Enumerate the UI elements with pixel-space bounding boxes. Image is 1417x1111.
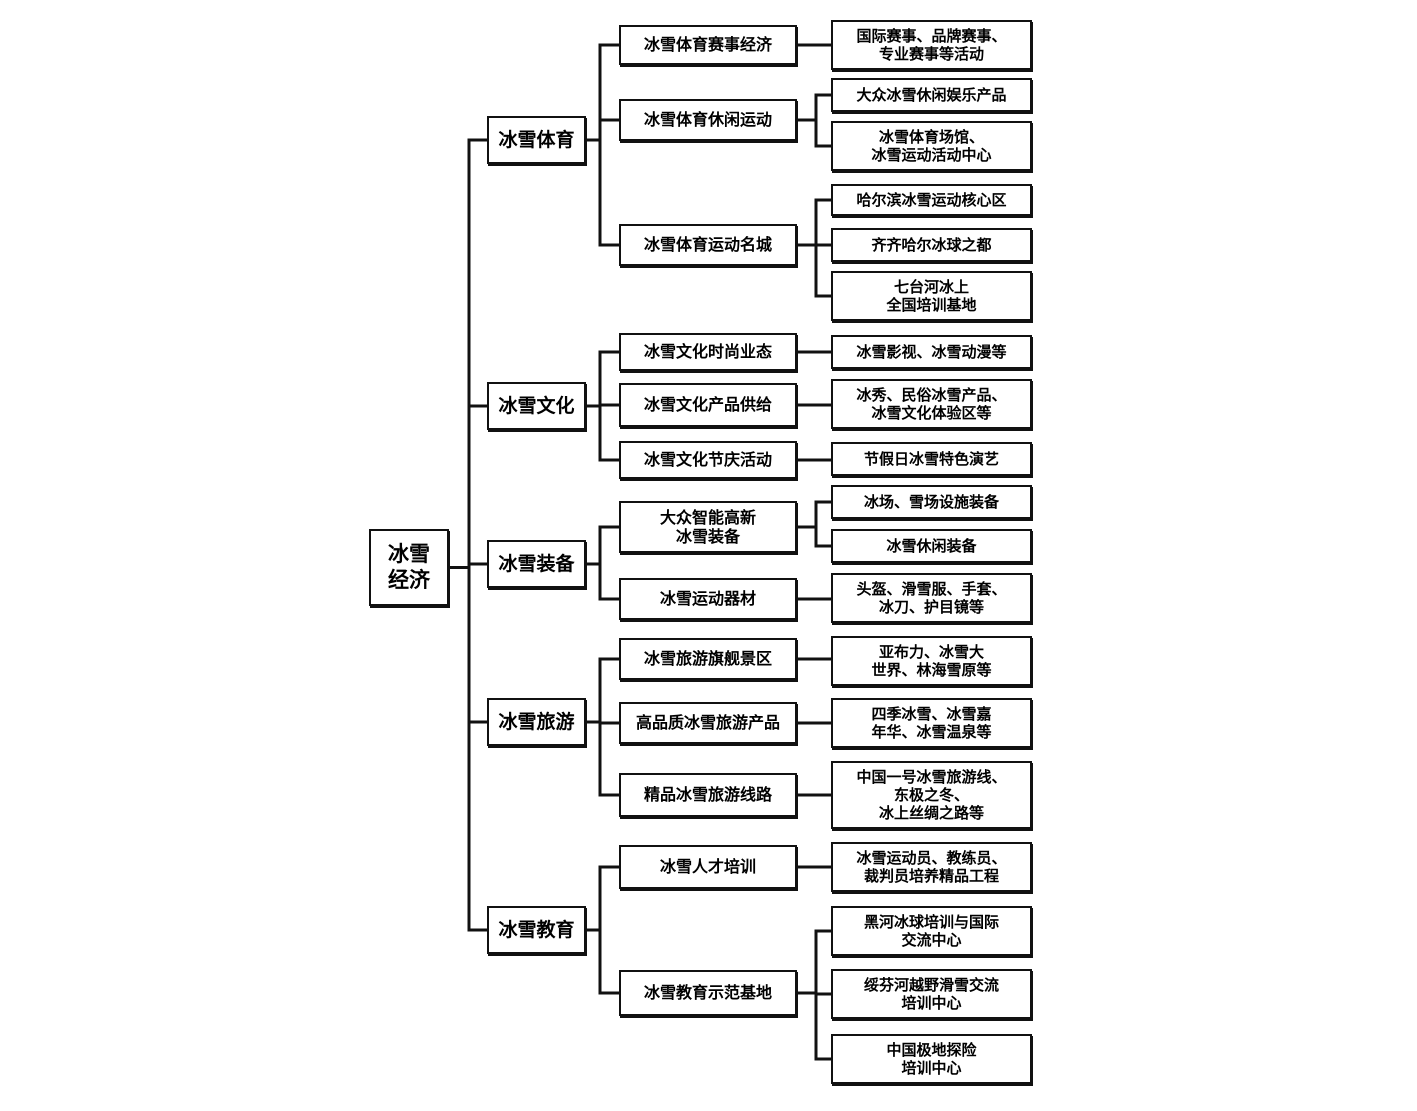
category-node-text: 冰雪教育 [498, 918, 575, 941]
detail-node-text: 亚布力、冰雪大 [878, 643, 984, 661]
subcategory-node-text: 冰雪文化节庆活动 [643, 450, 772, 470]
detail-node: 冰雪运动员、教练员、裁判员培养精品工程 [831, 842, 1032, 892]
detail-node-text: 全国培训基地 [886, 296, 977, 314]
detail-node-text: 冰雪体育场馆、 [878, 128, 984, 146]
subcategory-node-text: 高品质冰雪旅游产品 [635, 713, 780, 733]
subcategory-node: 冰雪运动器材 [619, 578, 797, 620]
detail-node: 黑河冰球培训与国际交流中心 [831, 906, 1032, 956]
detail-node: 冰雪影视、冰雪动漫等 [831, 335, 1032, 369]
subcategory-node: 冰雪文化时尚业态 [619, 333, 797, 371]
subcategory-node-text: 冰雪文化产品供给 [643, 395, 772, 415]
detail-node: 绥芬河越野滑雪交流培训中心 [831, 969, 1032, 1019]
root-node-text: 冰雪 [388, 542, 430, 567]
subcategory-node: 冰雪文化节庆活动 [619, 441, 797, 479]
subcategory-node-text: 冰雪人才培训 [659, 857, 756, 877]
subcategory-node-text: 冰雪教育示范基地 [643, 983, 772, 1003]
detail-node-text: 齐齐哈尔冰球之都 [871, 236, 992, 254]
detail-node-text: 冰雪运动员、教练员、 [856, 849, 1007, 867]
category-node: 冰雪装备 [487, 540, 586, 588]
category-node-text: 冰雪体育 [498, 128, 575, 151]
detail-node-text: 大众冰雪休闲娱乐产品 [856, 86, 1007, 104]
category-node-text: 冰雪装备 [498, 552, 575, 575]
detail-node: 齐齐哈尔冰球之都 [831, 228, 1032, 262]
subcategory-node-text: 冰雪旅游旗舰景区 [643, 649, 772, 669]
detail-node-text: 四季冰雪、冰雪嘉 [871, 705, 992, 723]
detail-node-text: 冰雪休闲装备 [886, 537, 977, 555]
subcategory-node: 大众智能高新冰雪装备 [619, 501, 797, 553]
detail-node: 头盔、滑雪服、手套、冰刀、护目镜等 [831, 573, 1032, 623]
detail-node: 冰雪休闲装备 [831, 529, 1032, 563]
subcategory-node: 冰雪体育赛事经济 [619, 25, 797, 65]
detail-node-text: 培训中心 [901, 1059, 962, 1077]
detail-node: 四季冰雪、冰雪嘉年华、冰雪温泉等 [831, 698, 1032, 748]
subcategory-node-text: 冰雪体育赛事经济 [643, 35, 772, 55]
detail-node-text: 专业赛事等活动 [878, 45, 984, 63]
subcategory-node: 冰雪人才培训 [619, 845, 797, 889]
subcategory-node: 高品质冰雪旅游产品 [619, 702, 797, 744]
subcategory-node-text: 大众智能高新 [659, 507, 756, 527]
detail-node-text: 国际赛事、品牌赛事、 [856, 27, 1007, 45]
subcategory-node-text: 冰雪体育休闲运动 [643, 110, 772, 130]
detail-node: 冰雪体育场馆、冰雪运动活动中心 [831, 121, 1032, 171]
subcategory-node-text: 冰雪装备 [675, 527, 740, 546]
detail-node-text: 年华、冰雪温泉等 [871, 723, 992, 741]
subcategory-node-text: 冰雪文化时尚业态 [643, 342, 772, 362]
category-node: 冰雪文化 [487, 382, 586, 430]
root-node: 冰雪经济 [369, 529, 449, 606]
detail-node-text: 绥芬河越野滑雪交流 [863, 976, 999, 994]
detail-node-text: 世界、林海雪原等 [871, 661, 992, 679]
root-node-text: 经济 [388, 567, 430, 592]
detail-node-text: 东极之冬、 [893, 786, 969, 804]
subcategory-node-text: 精品冰雪旅游线路 [643, 785, 772, 805]
detail-node-text: 中国极地探险 [886, 1041, 977, 1059]
detail-node: 冰秀、民俗冰雪产品、冰雪文化体验区等 [831, 379, 1032, 429]
detail-node: 大众冰雪休闲娱乐产品 [831, 78, 1032, 112]
detail-node-text: 七台河冰上 [893, 278, 969, 296]
detail-node-text: 黑河冰球培训与国际 [863, 913, 999, 931]
detail-node-text: 节假日冰雪特色演艺 [863, 450, 999, 468]
detail-node-text: 冰秀、民俗冰雪产品、 [856, 386, 1007, 404]
detail-node-text: 冰场、雪场设施装备 [863, 493, 999, 511]
subcategory-node: 冰雪体育休闲运动 [619, 99, 797, 141]
detail-node: 冰场、雪场设施装备 [831, 485, 1032, 519]
detail-node: 中国极地探险培训中心 [831, 1034, 1032, 1084]
subcategory-node: 冰雪文化产品供给 [619, 383, 797, 427]
subcategory-node: 冰雪体育运动名城 [619, 224, 797, 266]
detail-node-text: 哈尔滨冰雪运动核心区 [856, 191, 1007, 209]
category-node-text: 冰雪文化 [498, 394, 575, 417]
detail-node-text: 冰雪文化体验区等 [871, 404, 992, 422]
detail-node-text: 中国一号冰雪旅游线、 [856, 768, 1007, 786]
detail-node: 哈尔滨冰雪运动核心区 [831, 184, 1032, 216]
detail-node-text: 冰上丝绸之路等 [878, 804, 984, 822]
detail-node-text: 冰刀、护目镜等 [878, 598, 984, 616]
detail-node-text: 头盔、滑雪服、手套、 [856, 580, 1007, 598]
detail-node: 中国一号冰雪旅游线、东极之冬、冰上丝绸之路等 [831, 761, 1032, 829]
category-node: 冰雪教育 [487, 906, 586, 954]
detail-node: 亚布力、冰雪大世界、林海雪原等 [831, 636, 1032, 686]
category-node: 冰雪旅游 [487, 698, 586, 746]
detail-node-text: 培训中心 [901, 994, 962, 1012]
detail-node-text: 冰雪影视、冰雪动漫等 [856, 343, 1007, 361]
subcategory-node: 冰雪旅游旗舰景区 [619, 638, 797, 680]
subcategory-node-text: 冰雪体育运动名城 [643, 235, 772, 255]
detail-node-text: 裁判员培养精品工程 [863, 867, 999, 885]
detail-node: 节假日冰雪特色演艺 [831, 442, 1032, 476]
category-node: 冰雪体育 [487, 116, 586, 164]
detail-node-text: 冰雪运动活动中心 [871, 146, 992, 164]
detail-node: 国际赛事、品牌赛事、专业赛事等活动 [831, 20, 1032, 70]
subcategory-node-text: 冰雪运动器材 [659, 589, 756, 609]
category-node-text: 冰雪旅游 [498, 710, 575, 733]
subcategory-node: 冰雪教育示范基地 [619, 970, 797, 1016]
subcategory-node: 精品冰雪旅游线路 [619, 773, 797, 817]
detail-node-text: 交流中心 [901, 931, 962, 949]
detail-node: 七台河冰上全国培训基地 [831, 271, 1032, 321]
